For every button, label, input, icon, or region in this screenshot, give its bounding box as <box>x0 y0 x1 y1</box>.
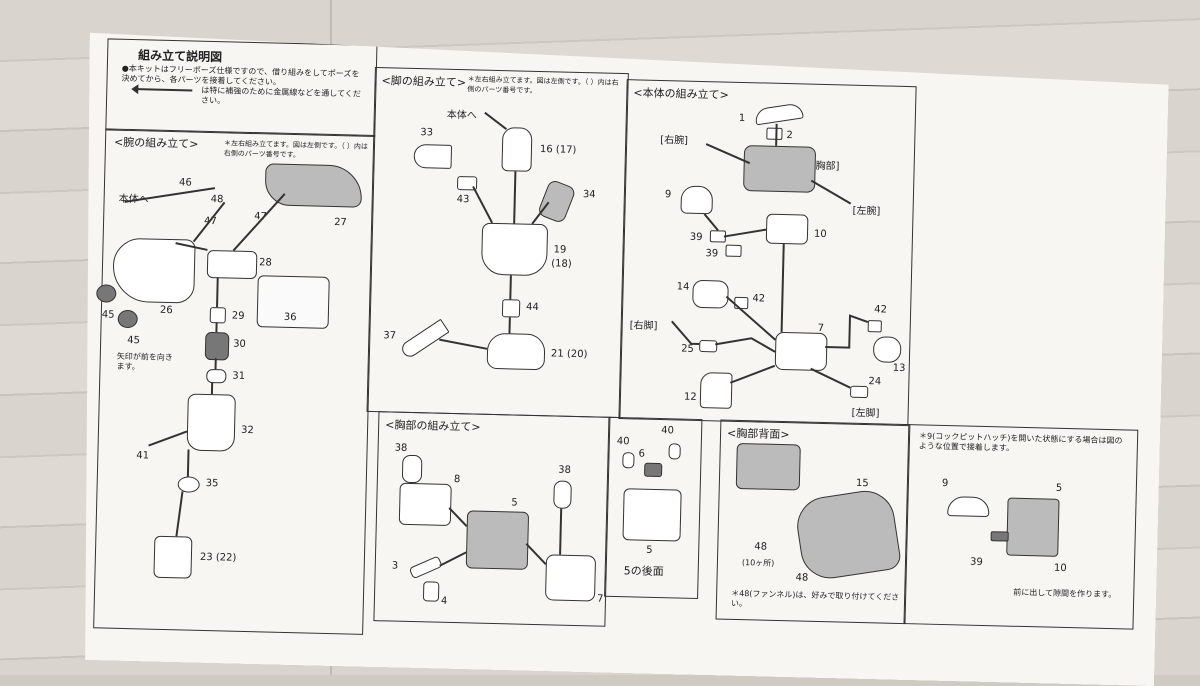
part5-back-panel: 40 40 6 5 5の後面 <box>604 417 702 599</box>
back5-part-5: 5 <box>646 545 653 556</box>
chest-panel: <胸部の組み立て> 38 8 5 38 3 4 7 <box>373 411 610 627</box>
chest-back-part-48a: 48 <box>754 541 767 552</box>
chest-back-top-shape <box>736 443 801 491</box>
instruction-sheet: 組み立て説明図 ●本キットはフリーポーズ仕様ですので、借り組みをしてポーズを決め… <box>74 20 1169 686</box>
arm-assembly-lines <box>94 129 376 635</box>
arm-panel: <腕の組み立て> ＊左右組み立てます。図は左側です。（ ）内は右側のパーツ番号で… <box>93 128 375 634</box>
cockpit-part-39-shape <box>991 531 1009 541</box>
header-note-2: は特に補強のために金属線などを通してください。 <box>201 86 366 110</box>
back5-part-40a-shape <box>622 452 634 468</box>
chest-back-panel: <胸部背面> 15 48 (10ヶ所) 48 ＊48(ファンネル)は、好みで取り… <box>716 420 911 625</box>
back5-shape <box>622 488 681 541</box>
body-panel: <本体の組み立て> [胸部] [右腕] [左腕] [右脚] [左脚] 1 2 9… <box>618 79 916 426</box>
header-panel: 組み立て説明図 ●本キットはフリーポーズ仕様ですので、借り組みをしてポーズを決め… <box>105 38 377 137</box>
chest-back-title: <胸部背面> <box>727 425 790 443</box>
body-assembly-lines <box>619 80 917 427</box>
back5-part-6: 6 <box>638 449 645 460</box>
chest-back-note: ＊48(ファンネル)は、好みで取り付けてください。 <box>731 589 901 613</box>
back5-part-40b: 40 <box>661 425 674 436</box>
chest-back-count: (10ヶ所) <box>742 557 775 569</box>
cockpit-part-5-shape <box>1006 498 1059 557</box>
chest-back-part-15: 15 <box>856 478 869 489</box>
arrow-symbol-icon <box>137 88 192 91</box>
cockpit-note: ＊9(コックピットハッチ)を開いた状態にする場合は図のような位置で接着します。 <box>919 431 1129 456</box>
cockpit-part-39: 39 <box>970 557 983 568</box>
back5-part-40b-shape <box>668 443 680 459</box>
leg-assembly-lines <box>367 68 629 419</box>
chest-back-part-48b: 48 <box>795 572 808 583</box>
back5-label: 5の後面 <box>624 562 664 579</box>
cockpit-part-9-shape <box>947 496 989 517</box>
sheet-title: 組み立て説明図 <box>138 46 222 65</box>
cockpit-bottom-note: 前に出して隙間を作ります。 <box>1013 588 1123 601</box>
back5-part-6-shape <box>644 463 662 477</box>
cockpit-part-9: 9 <box>942 478 949 489</box>
cockpit-part-5: 5 <box>1056 483 1063 494</box>
cockpit-part-10: 10 <box>1054 563 1067 574</box>
chest-assembly-lines <box>374 412 611 628</box>
back5-part-40a: 40 <box>617 436 630 447</box>
part-15-backpack-shape <box>793 487 902 583</box>
leg-panel: <脚の組み立て> ＊左右組み立てます。図は左側です。（ ）内は右側のパーツ番号で… <box>367 67 629 418</box>
cockpit-panel: ＊9(コックピットハッチ)を開いた状態にする場合は図のような位置で接着します。 … <box>903 424 1138 630</box>
